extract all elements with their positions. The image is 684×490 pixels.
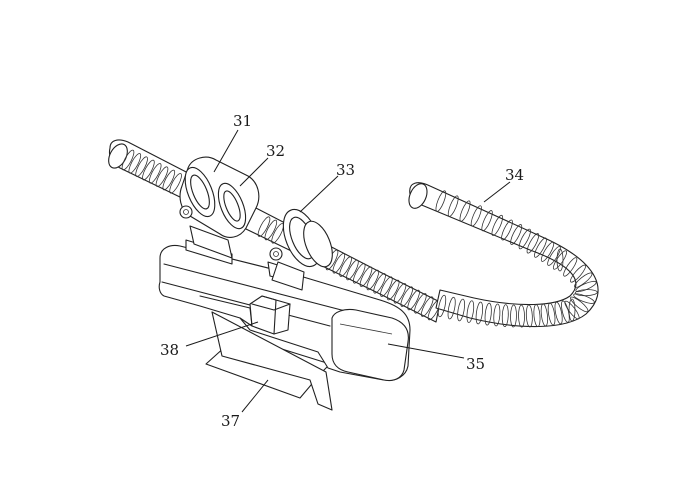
hose-rib — [574, 272, 593, 288]
hose-rib — [570, 264, 586, 283]
hose-rib — [435, 190, 447, 212]
hose-rib — [518, 228, 531, 250]
hose-rib — [534, 237, 547, 258]
hose-rib — [359, 266, 373, 287]
hose-rib — [162, 169, 176, 191]
label-38: 38 — [160, 341, 179, 359]
leader-lines — [185, 129, 511, 413]
hose-rib — [366, 269, 380, 291]
hose-rib — [121, 149, 135, 171]
hose-rib — [491, 214, 504, 236]
hose-rib — [556, 248, 564, 272]
label-31: 31 — [233, 112, 252, 130]
hose-rib — [547, 246, 561, 266]
hose-rib — [481, 210, 493, 232]
hose-rib — [574, 289, 598, 297]
left-clamp — [179, 156, 260, 259]
label-33: 33 — [336, 161, 355, 179]
hose-rib — [135, 156, 148, 177]
hose-rib — [564, 300, 580, 320]
hose-rib — [561, 300, 570, 323]
hose-rib — [447, 195, 459, 217]
hose-rib — [457, 298, 466, 322]
curved-hose — [408, 182, 599, 328]
hose-rib — [533, 304, 541, 327]
hose-rib — [501, 219, 513, 241]
hose-rib — [271, 223, 284, 244]
hose-rib — [407, 289, 420, 311]
base-housing — [158, 239, 411, 411]
hose-rib — [470, 205, 482, 227]
hose-rib — [447, 296, 456, 320]
hose-rib — [352, 263, 366, 284]
hose-rib — [169, 173, 182, 194]
hose-rib — [525, 304, 533, 328]
hose-rib — [554, 301, 563, 325]
hose-rib — [484, 302, 492, 326]
label-35: 35 — [466, 355, 485, 373]
hose-rib — [380, 276, 393, 297]
hose-rib — [332, 253, 346, 274]
hose-rib — [393, 283, 407, 304]
hose-rib — [547, 302, 556, 326]
hose-rib — [563, 257, 578, 277]
hose-rib — [518, 304, 525, 328]
hose-rib — [142, 159, 155, 181]
hose-rib — [459, 200, 471, 222]
hose-rib — [526, 233, 540, 254]
hose-rib — [552, 250, 568, 270]
hose-rib — [510, 304, 517, 328]
right-clamp — [269, 208, 333, 291]
hose-rib — [475, 301, 484, 325]
hose-rib — [466, 300, 475, 323]
hose-rib — [148, 163, 162, 184]
hose-rib — [568, 298, 576, 322]
hose-rib — [264, 219, 278, 241]
hose-rib — [339, 256, 352, 277]
hose-rib — [493, 303, 501, 327]
hose-rib — [400, 286, 414, 307]
hose-rib — [540, 303, 549, 327]
hose-rib — [437, 294, 447, 318]
hose-rib — [373, 273, 386, 294]
hose-rib — [155, 166, 169, 187]
hose-rib — [501, 304, 509, 328]
hose-rib — [346, 259, 359, 281]
hose-rib — [257, 216, 271, 237]
label-32: 32 — [266, 142, 285, 160]
label-37: 37 — [221, 412, 240, 430]
label-34: 34 — [505, 166, 524, 184]
hose-rib — [540, 241, 555, 262]
hose-rib — [420, 296, 434, 317]
hose-rib — [570, 296, 589, 313]
hose-rib — [414, 293, 427, 314]
hose-rib — [386, 279, 400, 301]
hose-rib — [128, 153, 142, 174]
hose-rib — [573, 293, 595, 304]
hose-rib — [510, 224, 523, 245]
